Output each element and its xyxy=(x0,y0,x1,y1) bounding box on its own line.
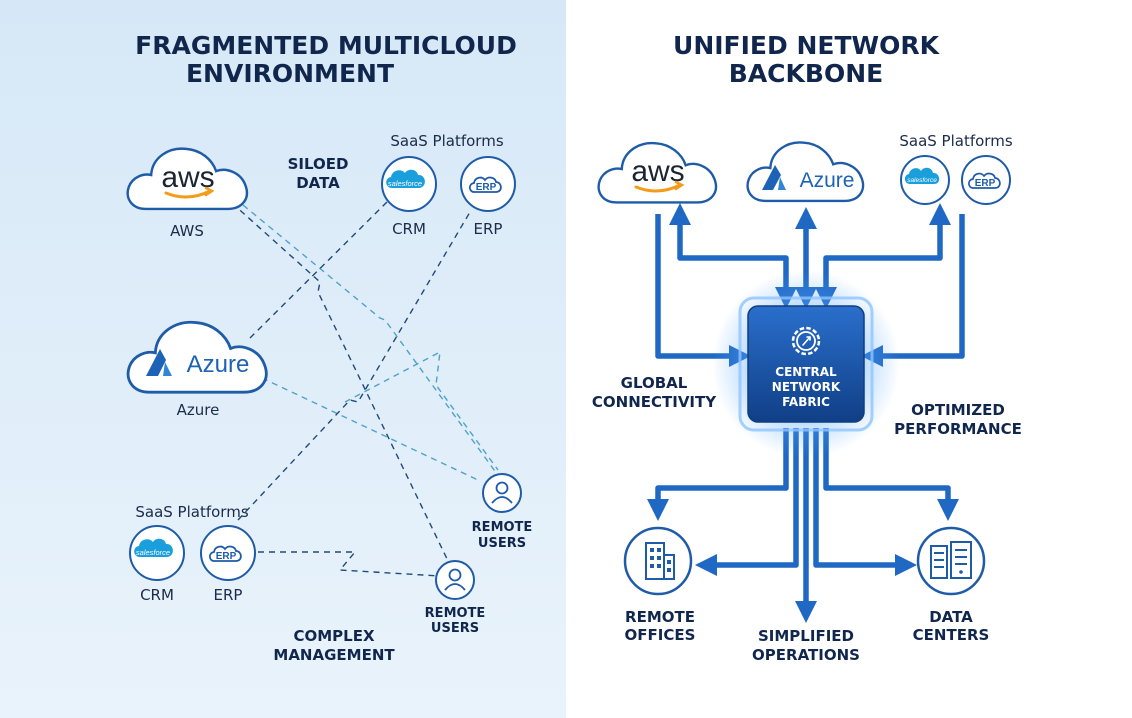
salesforce-cloud-icon xyxy=(386,169,425,188)
fabric-line3: FABRIC xyxy=(782,395,830,409)
building-icon xyxy=(645,542,675,580)
left-title-line1: FRAGMENTED MULTICLOUD xyxy=(135,31,517,60)
remote-users-1-line1: REMOTE xyxy=(472,520,533,535)
simplified-operations-line2: OPERATIONS xyxy=(752,646,860,664)
salesforce-logo-text-right: salesforce xyxy=(907,177,937,184)
right-title-line1: UNIFIED NETWORK xyxy=(673,31,941,60)
crm-bottom-label: CRM xyxy=(140,586,174,604)
azure-logo-icon-right xyxy=(762,165,781,190)
connection-cross-remote-users xyxy=(344,350,499,471)
connection-aws-remote-users-2 xyxy=(231,202,451,566)
erp-bottom[interactable]: ERP xyxy=(200,525,256,581)
azure-logo-text-right: Azure xyxy=(800,169,855,192)
connection-azure-crm xyxy=(249,196,393,339)
connection-aws-remote-users-1 xyxy=(242,204,501,479)
fragmented-connections xyxy=(231,196,501,577)
connection-erp-crm-top xyxy=(237,211,471,521)
complex-management-line1: COMPLEX xyxy=(293,627,374,645)
aws-smile-icon-right xyxy=(634,183,682,193)
saas-platforms-bottom-label: SaaS Platforms xyxy=(135,503,248,521)
saas-platforms-top-label: SaaS Platforms xyxy=(390,132,503,150)
erp-cloud-icon xyxy=(468,176,502,193)
crm-top-label: CRM xyxy=(392,220,426,238)
azure-logo-text: Azure xyxy=(187,351,250,378)
aws-label: AWS xyxy=(170,222,204,240)
data-centers-line2: CENTERS xyxy=(913,626,990,644)
remote-users-2-line1: REMOTE xyxy=(425,606,486,621)
user-icon xyxy=(495,481,509,495)
salesforce-cloud-icon-right xyxy=(904,167,940,184)
data-centers-node[interactable] xyxy=(916,526,986,596)
connection-azure-remote-users-1 xyxy=(261,377,479,481)
erp-top-label: ERP xyxy=(474,220,503,238)
erp-cloud-icon-bottom xyxy=(208,545,242,562)
remote-offices-line1: REMOTE xyxy=(625,608,695,626)
fabric-line1: CENTRAL xyxy=(775,365,837,379)
remote-users-2[interactable] xyxy=(435,560,475,600)
erp-right[interactable]: ERP xyxy=(961,155,1011,205)
salesforce-right[interactable]: salesforce xyxy=(900,155,950,205)
remote-users-2-line2: USERS xyxy=(431,621,479,636)
fabric-line2: NETWORK xyxy=(772,380,841,394)
right-title-line2: BACKBONE xyxy=(729,59,883,88)
simplified-operations-line1: SIMPLIFIED xyxy=(758,627,854,645)
data-centers-line1: DATA xyxy=(929,608,973,626)
connection-erp-remote-users-2 xyxy=(258,551,441,577)
left-panel-background xyxy=(0,0,566,718)
server-icon xyxy=(930,541,972,579)
aws-cloud[interactable]: aws xyxy=(126,147,249,211)
left-title-line2: ENVIRONMENT xyxy=(186,59,394,88)
siloed-data-line2: DATA xyxy=(296,174,340,192)
remote-offices-line2: OFFICES xyxy=(625,626,696,644)
saas-platforms-right-label: SaaS Platforms xyxy=(899,132,1012,150)
gear-icon xyxy=(791,326,821,356)
erp-logo-text-right: ERP xyxy=(975,178,996,189)
remote-users-1[interactable] xyxy=(482,473,522,513)
siloed-data-line1: SILOED xyxy=(288,155,349,173)
optimized-performance-line2: PERFORMANCE xyxy=(894,420,1022,438)
remote-users-1-line2: USERS xyxy=(478,536,526,551)
flow-fabric-datacenters-side xyxy=(813,428,917,576)
fabric-box xyxy=(747,305,865,423)
remote-offices-node[interactable] xyxy=(623,526,693,596)
complex-management-line2: MANAGEMENT xyxy=(273,646,395,664)
salesforce-logo-text-bottom: salesforce xyxy=(136,548,170,557)
global-connectivity-line1: GLOBAL xyxy=(621,374,688,392)
optimized-performance-line1: OPTIMIZED xyxy=(911,401,1005,419)
azure-cloud[interactable]: Azure xyxy=(126,320,268,394)
salesforce-cloud-icon-bottom xyxy=(134,538,173,557)
erp-top[interactable]: ERP xyxy=(460,156,516,212)
aws-smile-icon xyxy=(164,189,212,199)
erp-cloud-icon-right xyxy=(968,172,1001,189)
erp-bottom-label: ERP xyxy=(214,586,243,604)
salesforce-crm-top[interactable]: salesforce xyxy=(381,156,437,212)
central-network-fabric[interactable]: CENTRAL NETWORK FABRIC xyxy=(712,270,900,458)
flow-fabric-saas-outer xyxy=(861,214,965,367)
erp-logo-text-bottom: ERP xyxy=(216,551,237,562)
salesforce-logo-text: salesforce xyxy=(388,179,422,188)
user-icon-2 xyxy=(448,568,462,582)
salesforce-crm-bottom[interactable]: salesforce xyxy=(129,525,185,581)
azure-cloud-right[interactable]: Azure xyxy=(746,141,865,203)
flow-fabric-offices-side xyxy=(695,428,799,576)
aws-cloud-right[interactable]: aws xyxy=(597,141,718,204)
erp-logo-text: ERP xyxy=(476,182,497,193)
azure-label: Azure xyxy=(177,401,220,419)
azure-logo-icon xyxy=(146,349,166,376)
global-connectivity-line2: CONNECTIVITY xyxy=(592,393,717,411)
